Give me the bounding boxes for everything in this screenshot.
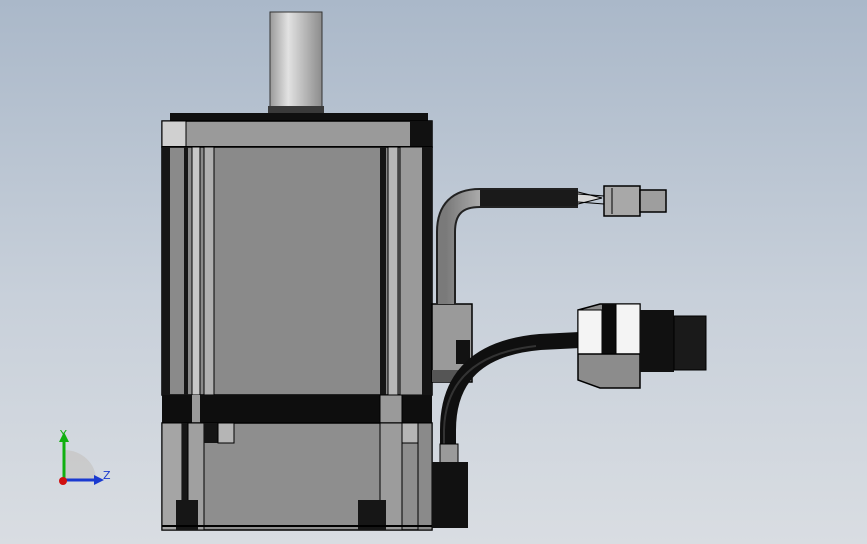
x-axis-dot (59, 477, 67, 485)
motor-shaft (268, 11, 324, 114)
power-cable (432, 332, 581, 528)
encoder-cable (436, 188, 605, 304)
motor-body (161, 146, 433, 396)
motor-flange (161, 113, 433, 148)
z-axis-label: Z (103, 469, 111, 482)
encoder-housing (161, 422, 433, 531)
encoder-connector (603, 185, 667, 217)
coordinate-triad: Y Z (59, 428, 111, 485)
y-axis-label: Y (59, 428, 67, 441)
triad-plane-icon (64, 450, 96, 480)
motor-joint-band (162, 394, 432, 424)
power-connector (577, 303, 707, 389)
